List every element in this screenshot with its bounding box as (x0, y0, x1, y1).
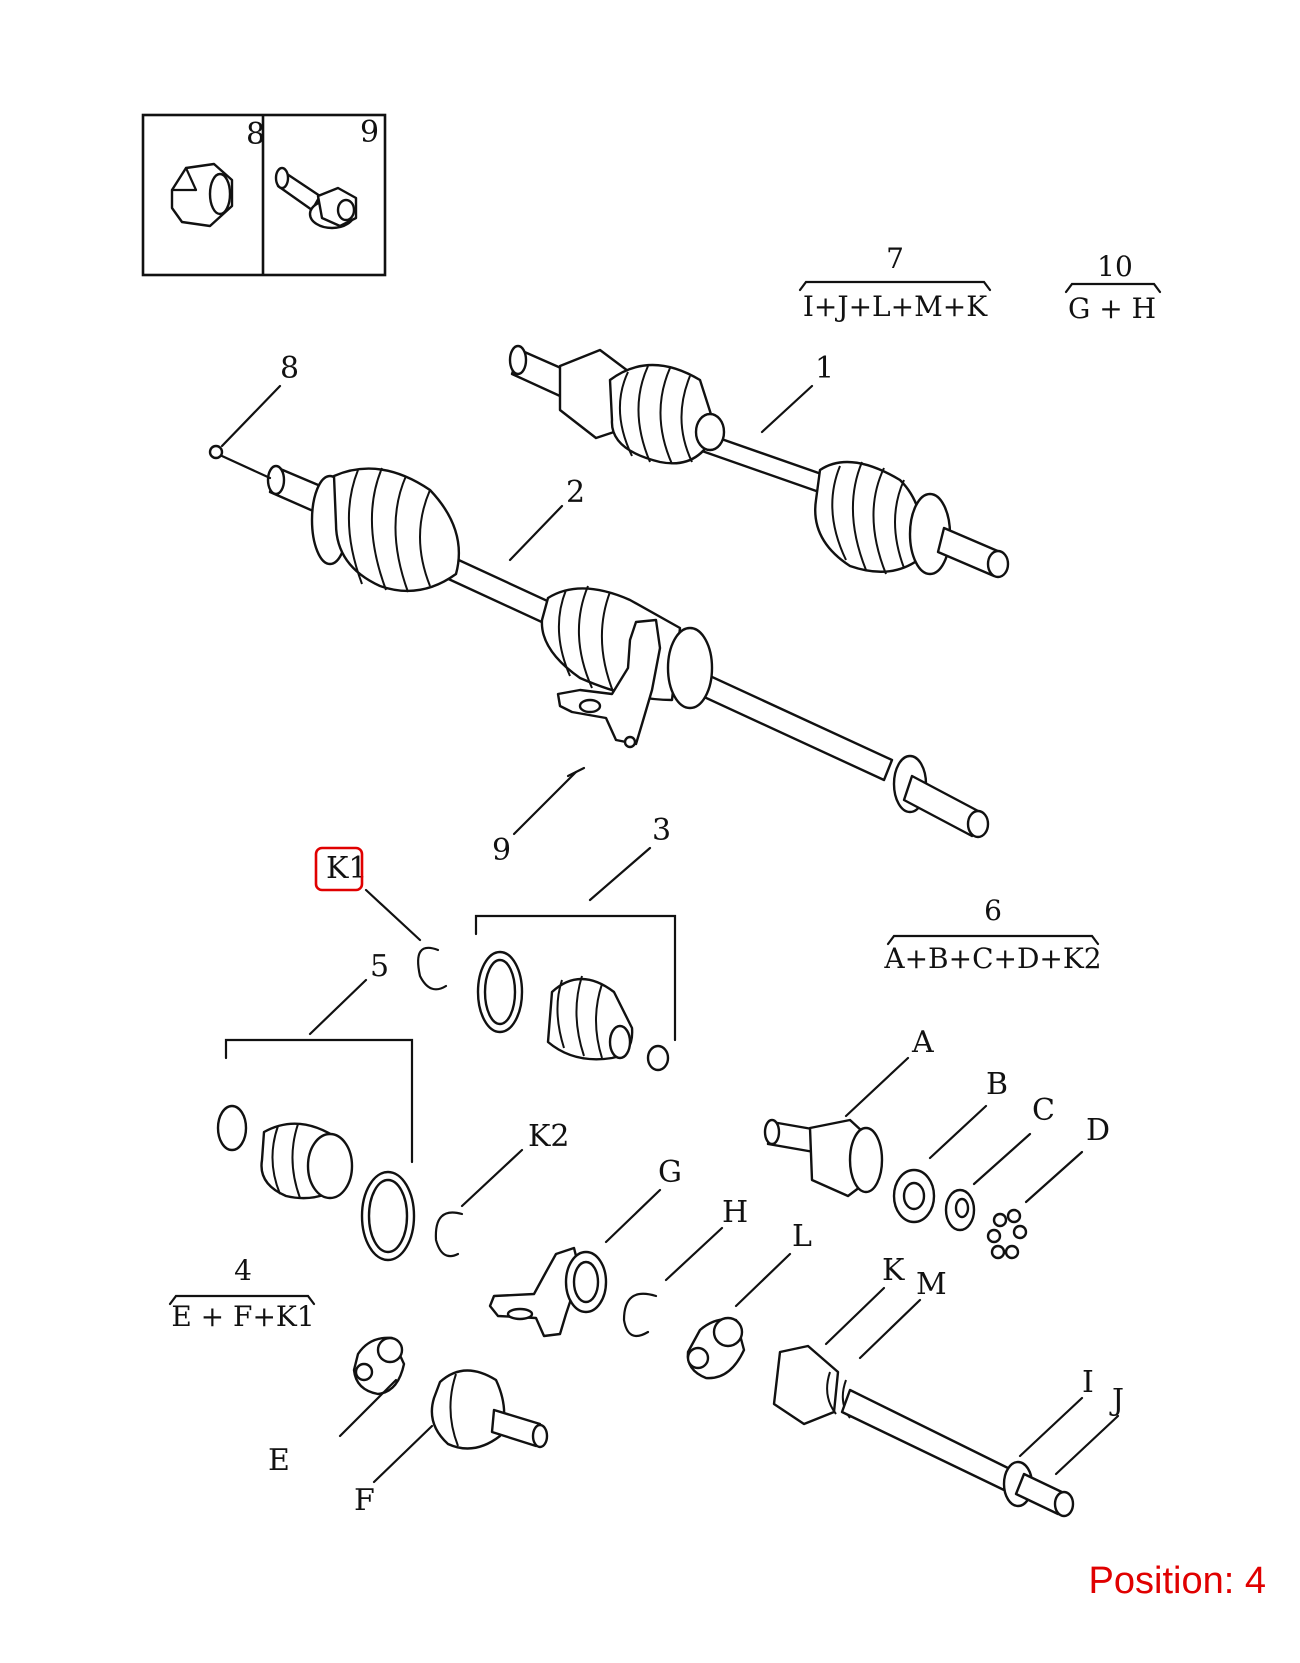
callout-8: 8 (280, 351, 299, 386)
kit-4-label: 4 E + F+K1 (168, 1254, 316, 1333)
callout-g: G (658, 1155, 682, 1190)
circlip-k1-part (417, 946, 448, 991)
driveshaft-1 (508, 344, 1010, 579)
inner-race-c-part (944, 1188, 976, 1232)
callout-3: 3 (652, 813, 671, 848)
k1-highlight-box (314, 846, 364, 892)
tripod-joint-e-part (352, 1336, 406, 1396)
driveshaft-2 (208, 444, 990, 839)
circlip-k2-part (434, 1211, 464, 1258)
boot-kit-5-parts (216, 1104, 416, 1262)
kit-6-label: 6 A+B+C+D+K2 (883, 894, 1101, 975)
tripod-joint-l-part (686, 1316, 746, 1380)
callout-j: J (1109, 1383, 1124, 1418)
kit-7-label: 7 I+J+L+M+K (798, 242, 992, 323)
callout-c: C (1032, 1093, 1055, 1128)
joint-housing-a-part (763, 1118, 884, 1198)
shaft-assembly-kmij-part (772, 1344, 1075, 1518)
circlip-h-part (622, 1292, 658, 1338)
position-indicator: Position: 4 (1088, 1560, 1266, 1602)
callout-i: I (1082, 1365, 1094, 1400)
inset-label-9: 9 (360, 115, 379, 150)
callout-k2: K2 (528, 1119, 570, 1154)
flange-bolt-icon (274, 166, 358, 230)
callout-labels: 8 1 2 9 3 K1 5 K2 G H L A B C D K M I J … (268, 351, 1124, 1518)
callout-5: 5 (370, 949, 389, 984)
kit-7-number: 7 (886, 242, 904, 275)
kit-4-number: 4 (234, 1254, 252, 1287)
kit-10-contents: G + H (1068, 292, 1156, 325)
callout-b: B (986, 1067, 1008, 1102)
callout-f: F (354, 1483, 375, 1518)
kit-6-contents: A+B+C+D+K2 (883, 942, 1101, 975)
fastener-inset-box: 8 9 (141, 113, 387, 277)
callout-9: 9 (492, 833, 511, 868)
kit-7-contents: I+J+L+M+K (803, 290, 988, 323)
callout-d: D (1086, 1113, 1110, 1148)
kit-4-contents: E + F+K1 (171, 1300, 314, 1333)
callout-l: L (792, 1219, 812, 1254)
bracket-g-part (488, 1246, 608, 1338)
kit-6-number: 6 (984, 894, 1002, 927)
callout-a: A (911, 1025, 934, 1060)
inset-label-8: 8 (246, 117, 265, 152)
outer-joint-f-part (430, 1369, 549, 1450)
boot-kit-3-parts (476, 950, 670, 1072)
callout-1: 1 (815, 351, 834, 386)
callout-k: K (882, 1253, 905, 1288)
ball-set-d-part (986, 1208, 1028, 1260)
leader-lines (220, 384, 1120, 1484)
kit-10-number: 10 (1097, 250, 1133, 283)
kit-10-label: 10 G + H (1064, 250, 1162, 325)
callout-m: M (916, 1267, 947, 1302)
ball-cage-b-part (892, 1168, 936, 1224)
callout-e: E (268, 1443, 290, 1478)
callout-k1: K1 (326, 851, 368, 886)
callout-h: H (722, 1195, 748, 1230)
hex-nut-icon (170, 162, 234, 228)
callout-2: 2 (566, 475, 585, 510)
